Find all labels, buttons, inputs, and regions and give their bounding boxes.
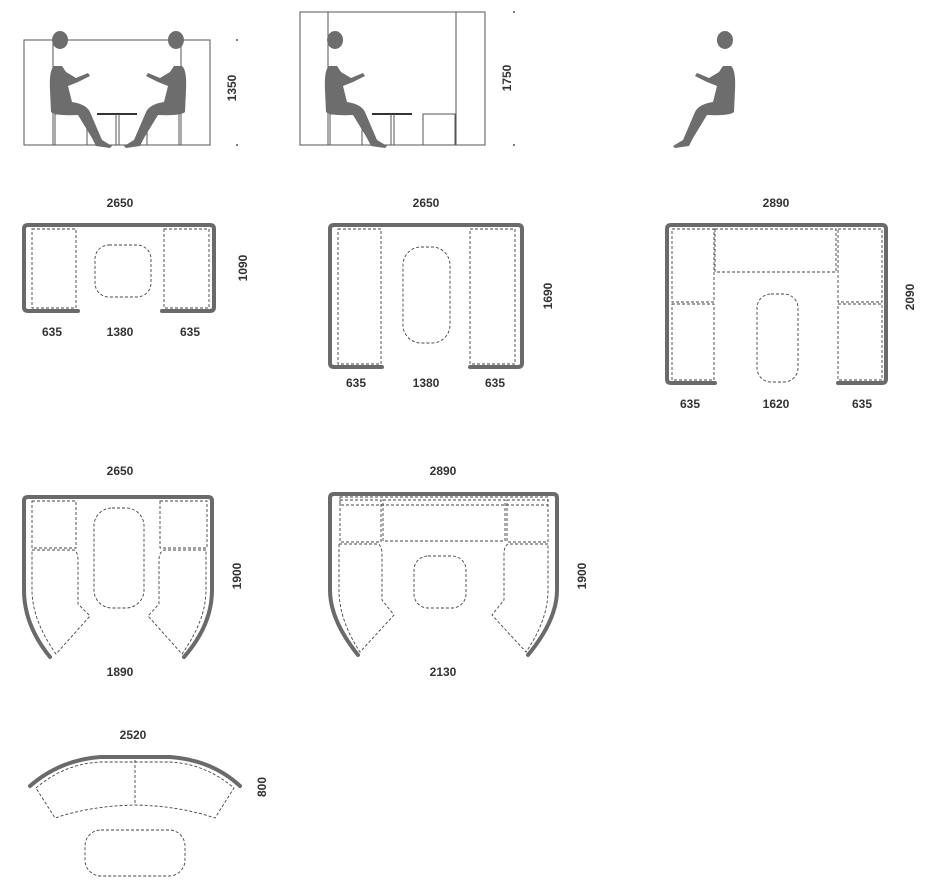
- height-label: 1750: [500, 64, 514, 91]
- booth-outline: [299, 11, 486, 146]
- seat-left-curved: [338, 543, 395, 653]
- booth-wall: [22, 495, 214, 659]
- depth-label: 1090: [236, 254, 250, 281]
- table: [84, 829, 186, 877]
- booth-wall: [328, 492, 559, 657]
- plan-2520x800: 2520 800: [28, 728, 269, 877]
- person-silhouette-left: [49, 31, 112, 148]
- seat-left: [31, 228, 77, 309]
- person-silhouette-right: [673, 31, 736, 148]
- table: [413, 555, 467, 609]
- sofa-wall: [28, 755, 242, 788]
- seat-right-upper: [837, 228, 883, 303]
- dimension-mark: [236, 39, 238, 41]
- depth-label: 800: [255, 777, 269, 797]
- width-label: 2650: [413, 196, 440, 210]
- plan-2650x1090: 2650 1090 635 1380 635: [22, 196, 250, 339]
- table: [94, 244, 152, 298]
- plan-2890x2090: 2890 2090 635 1620 635: [665, 196, 917, 411]
- height-label: 1350: [225, 74, 239, 101]
- width-label: 2650: [107, 464, 134, 478]
- bottom-label: 635: [680, 397, 700, 411]
- seat-left-upper: [339, 499, 382, 543]
- seat-left: [337, 228, 382, 365]
- bottom-label: 1380: [107, 325, 134, 339]
- table: [402, 246, 451, 344]
- bottom-label: 635: [42, 325, 62, 339]
- sofa-seat: [35, 761, 235, 819]
- width-label: 2650: [107, 196, 134, 210]
- elevation-1350: 1350: [23, 31, 239, 148]
- seat-back: [382, 499, 506, 542]
- seat-left-curved: [31, 549, 91, 655]
- plan-2650x1690: 2650 1690 635 1380 635: [328, 196, 555, 390]
- depth-label: 1690: [541, 282, 555, 309]
- dimension-mark: [236, 144, 238, 146]
- seat-right-curved: [491, 543, 549, 653]
- table: [93, 507, 145, 609]
- dimension-mark: [513, 11, 515, 13]
- bottom-label: 1620: [763, 397, 790, 411]
- seat-left-lower: [671, 303, 715, 381]
- table: [756, 293, 799, 383]
- depth-label: 1900: [575, 562, 589, 589]
- bottom-label: 635: [180, 325, 200, 339]
- depth-label: 1900: [230, 562, 244, 589]
- booth-wall: [328, 223, 524, 369]
- bottom-label: 1890: [107, 665, 134, 679]
- depth-label: 2090: [903, 283, 917, 310]
- seat-right: [469, 228, 516, 365]
- plan-2890x1900: 2890 1900 2130: [328, 464, 589, 679]
- booth-wall: [22, 223, 216, 313]
- width-label: 2890: [763, 196, 790, 210]
- backrest: [339, 496, 549, 506]
- bottom-label: 635: [852, 397, 872, 411]
- booth-outline: [23, 39, 211, 146]
- plan-2650x1900: 2650 1900 1890: [22, 464, 244, 679]
- booth-wall: [665, 223, 888, 385]
- seat-back: [714, 228, 837, 273]
- seat-left-upper: [671, 228, 715, 303]
- width-label: 2520: [120, 728, 147, 742]
- elevation-1750: 1750: [299, 11, 736, 148]
- person-silhouette-right: [124, 31, 187, 148]
- person-silhouette-left: [324, 31, 387, 148]
- dimension-mark: [513, 144, 515, 146]
- seat-right: [163, 228, 210, 309]
- bottom-label: 1380: [413, 376, 440, 390]
- seat: [422, 113, 456, 146]
- bottom-label: 2130: [430, 665, 457, 679]
- seat-right-upper: [506, 499, 549, 543]
- bottom-label: 635: [346, 376, 366, 390]
- seat-right-lower: [837, 303, 883, 381]
- width-label: 2890: [430, 464, 457, 478]
- bottom-label: 635: [485, 376, 505, 390]
- seat-upper: [31, 500, 208, 549]
